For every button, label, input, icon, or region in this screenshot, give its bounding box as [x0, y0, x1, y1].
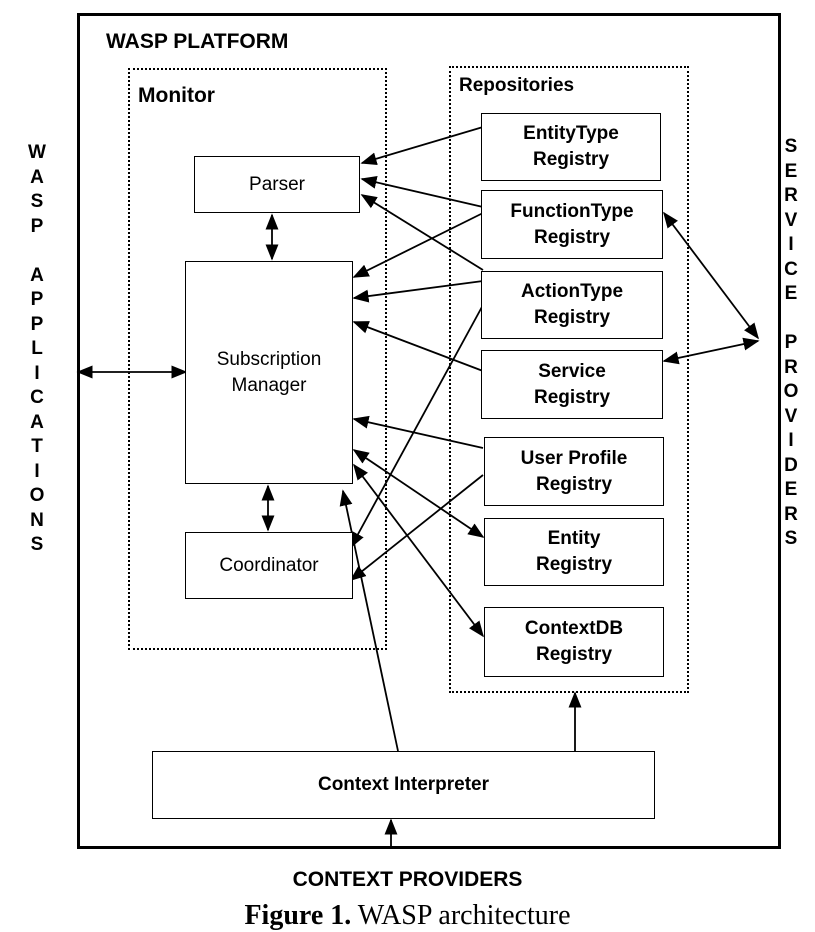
letter: S [30, 534, 44, 555]
registry-label: Registry [535, 473, 613, 495]
subscription-manager-box: Subscription Manager [185, 261, 353, 484]
arrow-functiontype-parser [360, 175, 484, 208]
registry-label: User Profile [520, 447, 628, 469]
letter: C [30, 387, 44, 408]
subscription-label-line2: Manager [231, 374, 307, 396]
letter: P [30, 289, 44, 310]
letter: A [30, 411, 44, 433]
letter: A [30, 166, 44, 188]
registry-label: EntityType [523, 123, 619, 144]
repositories-title: Repositories [459, 75, 575, 96]
arrow-functiontype-subscription [352, 212, 484, 278]
caption-bold: Figure 1. [244, 900, 352, 931]
monitor-title: Monitor [138, 84, 215, 107]
letter: E [784, 160, 798, 182]
userprofile-registry-box: User Profile Registry [484, 437, 664, 506]
arrow-entitytype-parser [360, 126, 484, 166]
functiontype-registry-box: FunctionType Registry [481, 190, 663, 259]
context-providers-label: CONTEXT PROVIDERS [292, 868, 523, 891]
wasp-platform-frame [77, 13, 781, 849]
coordinator-box: Coordinator [185, 532, 353, 599]
letter: A [30, 264, 44, 286]
letter: R [784, 503, 798, 525]
letter: S [784, 136, 798, 157]
arrow-userprofile-subscription [352, 415, 484, 449]
letter: W [28, 142, 46, 163]
letter: T [31, 436, 43, 457]
letter: L [31, 338, 43, 359]
letter: V [784, 209, 798, 231]
actiontype-registry-box: ActionType Registry [481, 271, 663, 339]
registry-label: Registry [532, 149, 610, 170]
context-interpreter-label: Context Interpreter [317, 774, 490, 795]
registry-label: Registry [533, 307, 611, 328]
letter: P [784, 332, 798, 353]
arrow-actiontype-subscription [352, 280, 484, 303]
registry-label: Registry [533, 226, 611, 248]
letter: I [788, 234, 794, 255]
letter: I [34, 362, 40, 384]
letter: R [784, 356, 798, 378]
platform-title: WASP PLATFORM [106, 30, 289, 53]
contextdb-registry-box: ContextDB Registry [484, 607, 664, 677]
arrow-subscription-contextdb [353, 463, 484, 638]
subscription-label-line1: Subscription [216, 348, 322, 370]
letter: V [784, 405, 798, 427]
service-registry-box: Service Registry [481, 350, 663, 419]
service-providers-label: S E R V I C E P R O V I D E R S [776, 135, 806, 552]
letter: R [784, 185, 798, 206]
monitor-zone [128, 68, 387, 650]
letter: S [784, 528, 798, 549]
letter: P [30, 313, 44, 335]
repositories-zone [449, 66, 689, 693]
letter: D [784, 454, 798, 476]
caption-text: WASP architecture [351, 900, 571, 931]
entitytype-registry-box: EntityType Registry [481, 113, 661, 181]
letter: P [30, 215, 44, 237]
letter: E [784, 283, 798, 304]
letter: O [29, 485, 45, 506]
letter: I [788, 430, 794, 451]
letter: C [784, 258, 798, 280]
registry-label: ActionType [520, 281, 624, 302]
registry-label: ContextDB [524, 618, 624, 639]
registry-label: Registry [535, 644, 613, 665]
letter: E [784, 479, 798, 500]
arrow-actiontype-parser [360, 194, 484, 271]
wasp-applications-label: W A S P A P P L I C A T I O N S [22, 141, 52, 558]
registry-label: Registry [533, 386, 611, 408]
parser-box: Parser [194, 156, 360, 213]
arrow-actiontype-coordinator [350, 304, 484, 549]
coordinator-label: Coordinator [219, 554, 319, 576]
registry-label: Entity [547, 528, 601, 549]
registry-label: FunctionType [510, 200, 634, 222]
parser-label: Parser [249, 173, 305, 195]
context-interpreter-box: Context Interpreter [152, 751, 655, 819]
letter: S [30, 191, 44, 212]
arrow-service-subscription [352, 321, 484, 372]
registry-label: Service [538, 360, 606, 382]
letter: N [30, 509, 44, 531]
figure-caption: Figure 1. WASP architecture [0, 900, 815, 932]
letter: I [34, 460, 40, 482]
entity-registry-box: Entity Registry [484, 518, 664, 586]
arrow-providers-service [662, 337, 760, 365]
registry-label: Registry [535, 554, 613, 575]
arrow-userprofile-coordinator [349, 474, 484, 582]
letter: O [783, 381, 799, 402]
arrow-providers-functiontype [663, 211, 759, 340]
